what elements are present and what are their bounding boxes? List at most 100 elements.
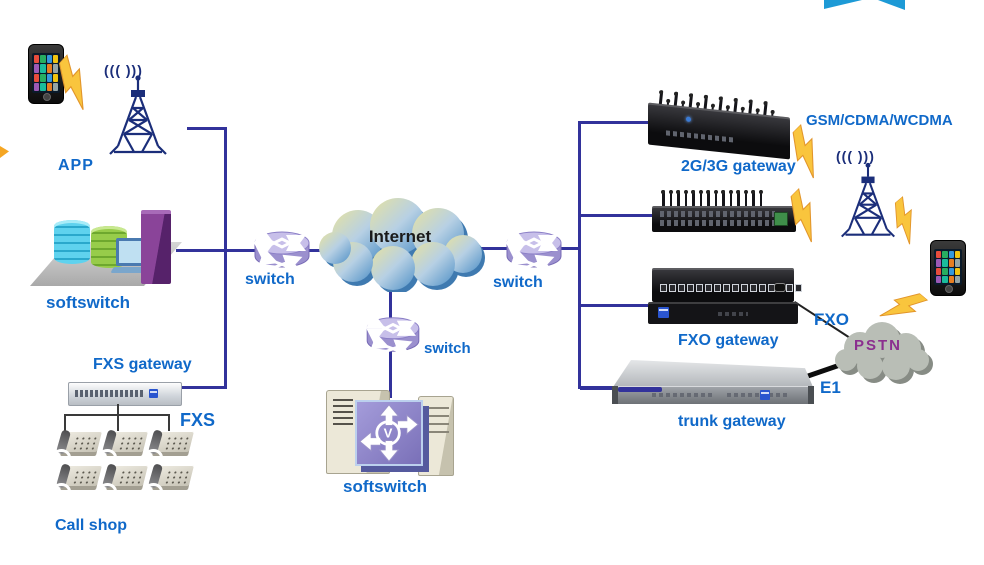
port-icon [660, 284, 667, 292]
radio-waves-text: ((( ))) [836, 148, 875, 164]
app-tile [34, 82, 40, 91]
vendor-logo [760, 390, 770, 400]
desk-phone-icon [144, 428, 195, 466]
antenna-icon [707, 190, 710, 208]
softswitch-cube-icon: V [355, 400, 423, 466]
phone-wire [64, 414, 66, 436]
link-branch-2g3g [580, 121, 658, 124]
antenna-icon [669, 190, 672, 208]
app-tile [936, 267, 942, 275]
app-tile [40, 73, 46, 82]
gsm-cdma-wcdma-label: GSM/CDMA/WCDMA [806, 112, 953, 129]
switch-left-icon [252, 226, 312, 272]
app-tile [34, 64, 40, 73]
app-tile [46, 64, 52, 73]
app-tile [942, 251, 948, 259]
led-indicator [686, 116, 691, 123]
port-icon [714, 284, 721, 292]
switch-center-icon [364, 312, 422, 356]
desk-phone-icon [52, 462, 103, 500]
switch-center-label: switch [424, 340, 471, 357]
antenna-icon [677, 190, 680, 208]
call-shop-label: Call shop [55, 517, 128, 534]
device-ports [75, 390, 145, 397]
softswitch-center-label: softswitch [343, 477, 428, 496]
app-tile [942, 267, 948, 275]
antenna-icon [737, 190, 740, 208]
link-cloud-down [389, 284, 392, 318]
phone-wire [168, 414, 170, 436]
device-ports [652, 393, 712, 397]
port-icon [669, 284, 676, 292]
link-right-trunk [578, 121, 581, 389]
port-icon [723, 284, 730, 292]
app-tile [936, 259, 942, 267]
port-icon [705, 284, 712, 292]
desk-phone-icon [144, 462, 195, 500]
app-tile [954, 275, 960, 283]
gateway-2g3g-label: 2G/3G gateway [681, 158, 796, 175]
vendor-logo [149, 389, 158, 398]
svg-text:V: V [384, 426, 393, 441]
pstn-cloud [835, 322, 933, 384]
desk-phone-icon [52, 428, 103, 466]
port-icon [750, 284, 757, 292]
antenna-icon [744, 190, 747, 208]
app-tile [52, 73, 58, 82]
fxs-gateway-device [68, 382, 182, 406]
app-tile [46, 55, 52, 64]
corner-accent-shape [824, 0, 862, 9]
e1-label: E1 [820, 378, 841, 397]
app-tile [948, 275, 954, 283]
trunk-gateway-device [612, 386, 814, 404]
app-tile [40, 64, 46, 73]
port-icon [786, 284, 793, 292]
port-icon [759, 284, 766, 292]
softswitch-left-label: softswitch [46, 293, 131, 312]
port-icon [795, 284, 802, 292]
rack-ear [612, 386, 618, 404]
cable-strip [618, 387, 662, 392]
port-icon [741, 284, 748, 292]
app-tile [34, 73, 40, 82]
antenna-icon [662, 190, 665, 208]
port-icon [732, 284, 739, 292]
app-tile [936, 275, 942, 283]
link-switch-softswitch [389, 350, 392, 398]
panel-marks [718, 312, 748, 316]
app-tile [954, 259, 960, 267]
server-tower-icon [141, 210, 171, 284]
server-vents [333, 399, 353, 425]
smartphone-screen [32, 53, 60, 93]
app-tile [942, 275, 948, 283]
server-tower-beige [418, 396, 454, 476]
antenna-icon [714, 190, 717, 208]
link-fxsgw [172, 386, 227, 389]
link-branch-gateway2 [580, 214, 656, 217]
fxs-label: FXS [180, 410, 216, 430]
fxo-gateway-base [648, 302, 798, 324]
switch-left-label: switch [245, 271, 295, 288]
trunk-gateway-top [613, 360, 813, 387]
fxo-label: FXO [814, 310, 849, 329]
switch-right-label: switch [493, 274, 543, 291]
device-ports [660, 220, 775, 226]
app-label: APP [58, 157, 94, 174]
antenna-icon [684, 190, 687, 208]
app-tile [954, 267, 960, 275]
phone-wire [117, 414, 119, 436]
antenna-row [662, 190, 767, 208]
cell-tower-icon [840, 161, 896, 238]
link-branch-fxo [580, 304, 658, 307]
link-left-trunk [224, 127, 227, 389]
rack-ear [808, 386, 814, 404]
fxs-gateway-label: FXS gateway [93, 356, 192, 373]
link-tower-to-trunk [187, 127, 227, 130]
device-ports [660, 211, 775, 217]
lightning-icon [777, 187, 833, 243]
edge-lightning-tip [0, 146, 9, 158]
cell-tower-icon [108, 74, 168, 156]
phone-wire [117, 404, 119, 415]
home-button-icon [945, 285, 953, 293]
